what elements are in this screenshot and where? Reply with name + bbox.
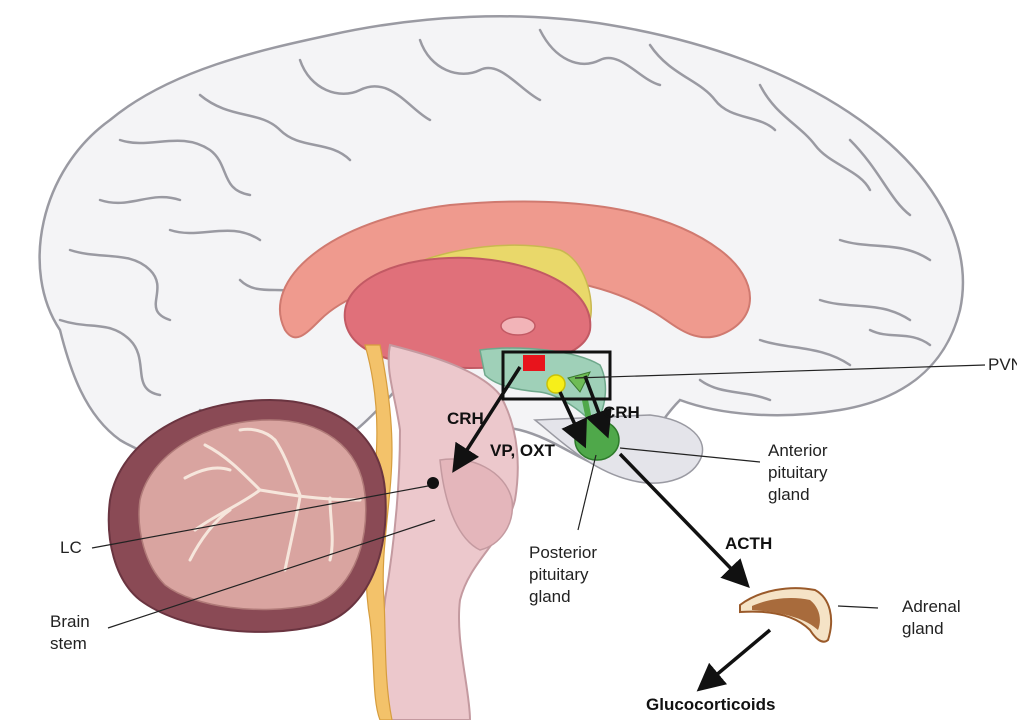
acth-label: ACTH [725, 533, 772, 555]
vp-oxt-label: VP, OXT [490, 440, 555, 462]
glucocorticoids-label: Glucocorticoids [646, 694, 775, 716]
vp-oxt-neurons-marker [547, 375, 565, 393]
pvn-marker [523, 355, 545, 371]
lc-label: LC [60, 537, 82, 559]
anterior-pituitary-label: Anterior pituitary gland [768, 440, 828, 506]
glucocorticoids-arrow [702, 630, 770, 687]
locus-coeruleus-dot [427, 477, 439, 489]
pvn-label: PVN [988, 354, 1017, 376]
adrenal-gland [740, 588, 831, 642]
posterior-pituitary-label: Posterior pituitary gland [529, 542, 597, 608]
adrenal-gland-label: Adrenal gland [902, 596, 961, 640]
crh-right-label: CRH [603, 402, 640, 424]
brain-stem-label: Brain stem [50, 611, 90, 655]
crh-left-label: CRH [447, 408, 484, 430]
